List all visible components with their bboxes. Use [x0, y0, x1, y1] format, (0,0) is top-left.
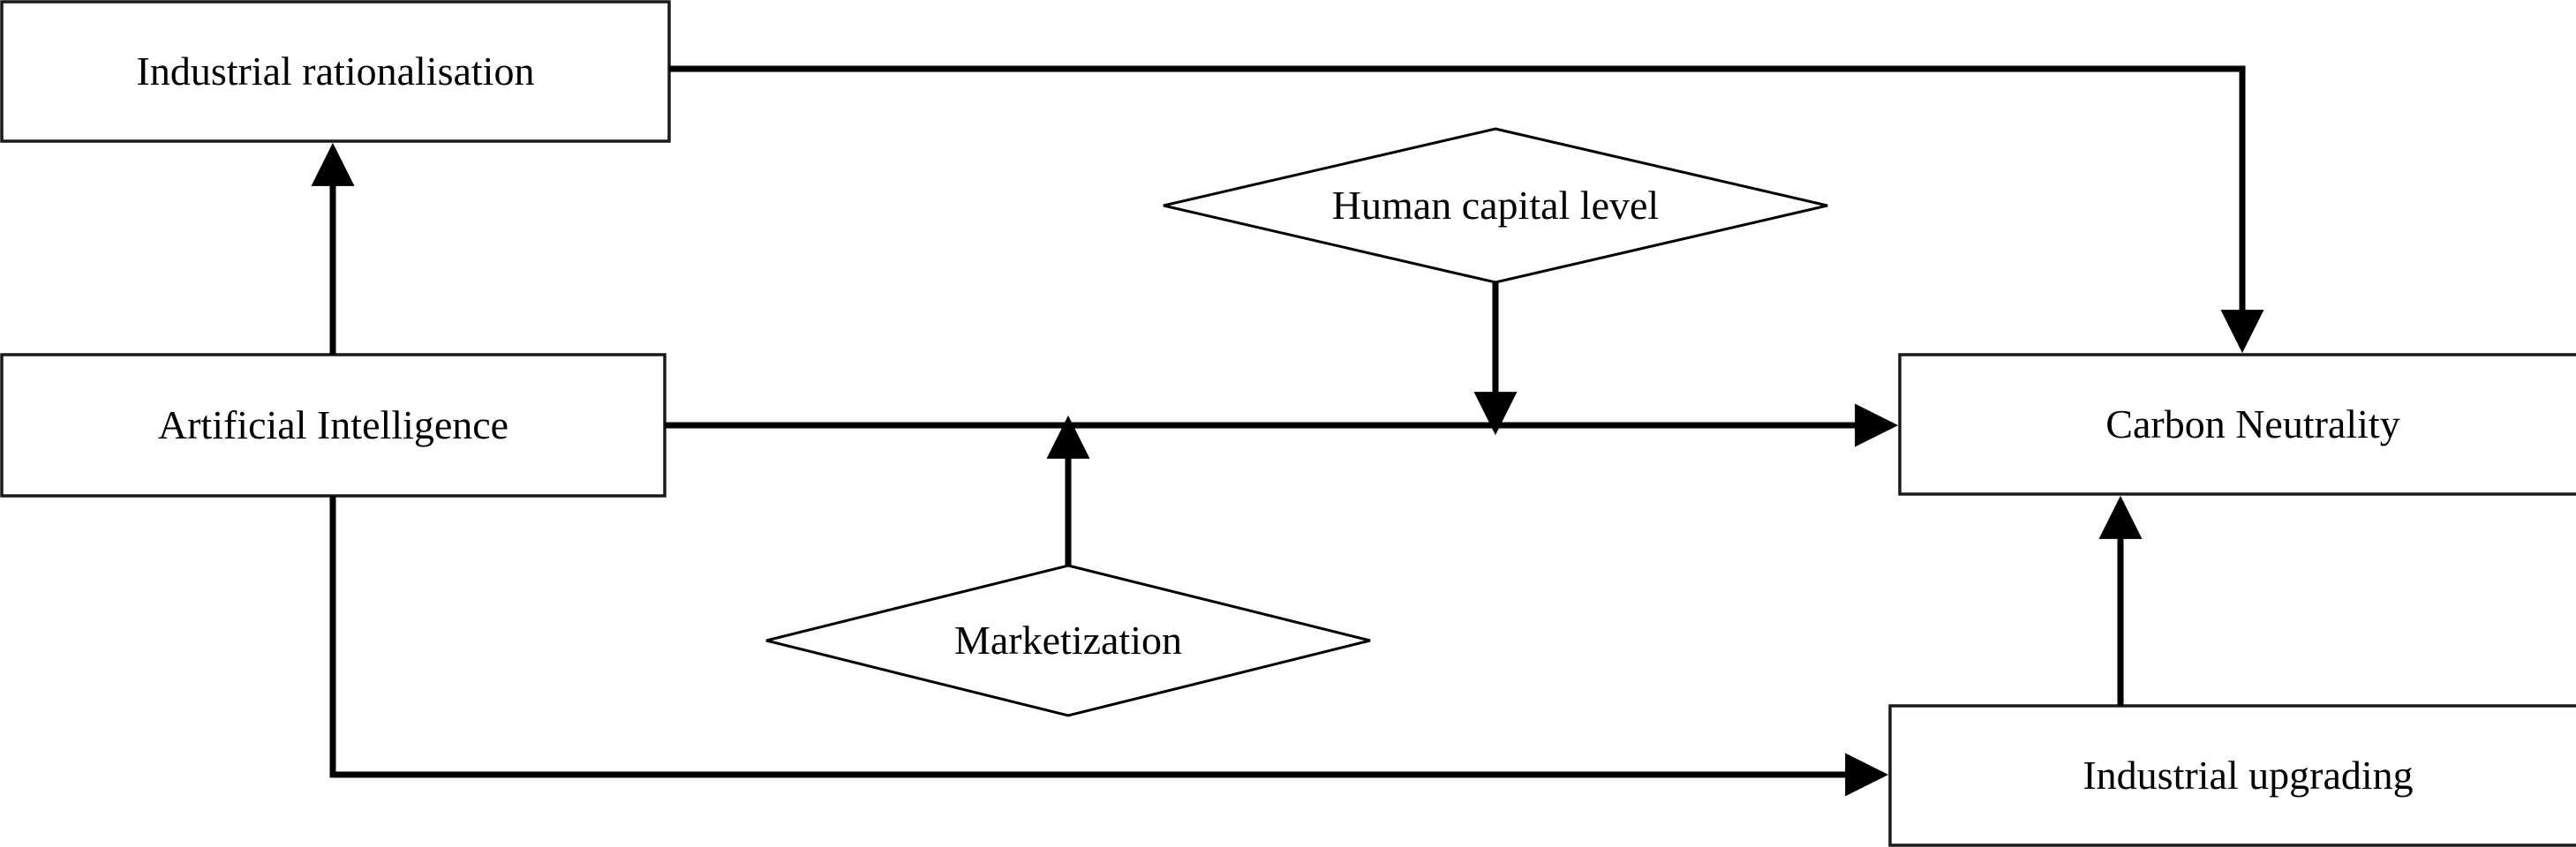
- node-industrial-rationalisation[interactable]: [2, 2, 669, 141]
- edge-industrial-rationalisation-to-carbon-neutrality: [669, 65, 2264, 354]
- node-marketization-outline: [765, 564, 1371, 717]
- node-industrial-upgrading-outline: [1888, 704, 2576, 847]
- node-carbon-neutrality-outline: [1898, 353, 2576, 496]
- edge-ai-to-industrial-upgrading: [329, 496, 1889, 797]
- node-carbon-neutrality[interactable]: [1900, 355, 2576, 494]
- node-marketization[interactable]: [766, 566, 1370, 716]
- node-artificial-intelligence[interactable]: [2, 355, 665, 496]
- node-industrial-upgrading[interactable]: [1890, 706, 2576, 845]
- node-human-capital-level[interactable]: [1164, 129, 1827, 282]
